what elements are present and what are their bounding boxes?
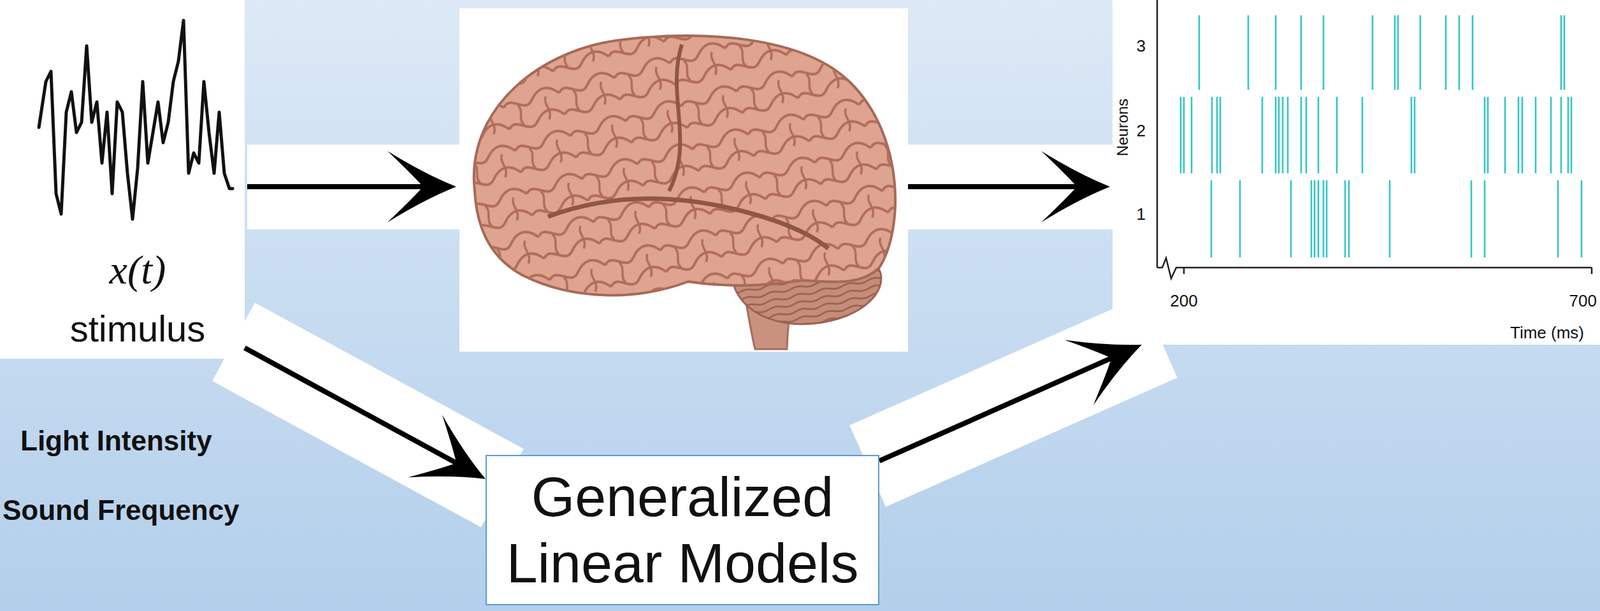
text-slot: 700 [1569,291,1597,311]
text-slot: 1 [1136,205,1146,224]
y-axis [1156,0,1159,268]
lateral-fissure [547,198,829,249]
text-slot: x(t) [109,247,167,293]
text-slot: 2 [1136,121,1146,141]
text-slot: 200 [1169,291,1198,311]
spike-train [1211,180,1582,258]
tick-label: 2 [1136,121,1146,141]
arrow-band [908,144,1113,230]
model-title: Generalized Linear Models [499,463,866,597]
stimulus-panel: x(t) stimulus [0,0,245,359]
spike-train [1180,96,1572,174]
spike-train [1199,15,1565,90]
raster-panel-ground [1112,0,1600,345]
axis-tick [1183,267,1592,274]
model-box: Generalized Linear Models [485,454,880,606]
raster-plot-panel: Neurons 3 2 1 200 700Time (ms) [1112,0,1600,345]
axis-title: Time (ms) [1510,323,1585,343]
text-slot: stimulus [70,308,206,350]
text-slot: Time (ms) [1510,323,1585,343]
tick-label: 1 [1136,205,1146,224]
arrow-line [247,184,434,190]
text-slot: Sound Frequency [2,495,240,526]
text-slot: 3 [1136,36,1146,56]
stimulus-example: Sound Frequency [2,495,240,526]
text-slot: Light Intensity [20,425,213,457]
axis-title: Neurons [1114,98,1132,157]
tick-label: 3 [1136,36,1146,56]
arrow-head [1041,151,1110,223]
arrow-head [387,151,457,223]
connector-arrow [244,347,464,467]
central-sulcus [669,44,682,192]
panel-caption: stimulus [70,308,206,350]
stimulus-example: Light Intensity [20,425,213,457]
stimulus-waveform [38,20,233,220]
connector-arrow [879,354,1119,461]
text-slot: Neurons [1114,98,1132,157]
arrow-band [247,144,460,230]
x-axis [1157,258,1592,279]
arrow-head [1064,312,1156,406]
arrow-line [908,184,1088,190]
tick-label: 700 [1569,291,1597,311]
cerebrum-texture [458,25,918,306]
tick-label: 200 [1169,291,1198,311]
math-symbol: x(t) [109,247,167,293]
stimulus-panel-ground [0,0,245,359]
